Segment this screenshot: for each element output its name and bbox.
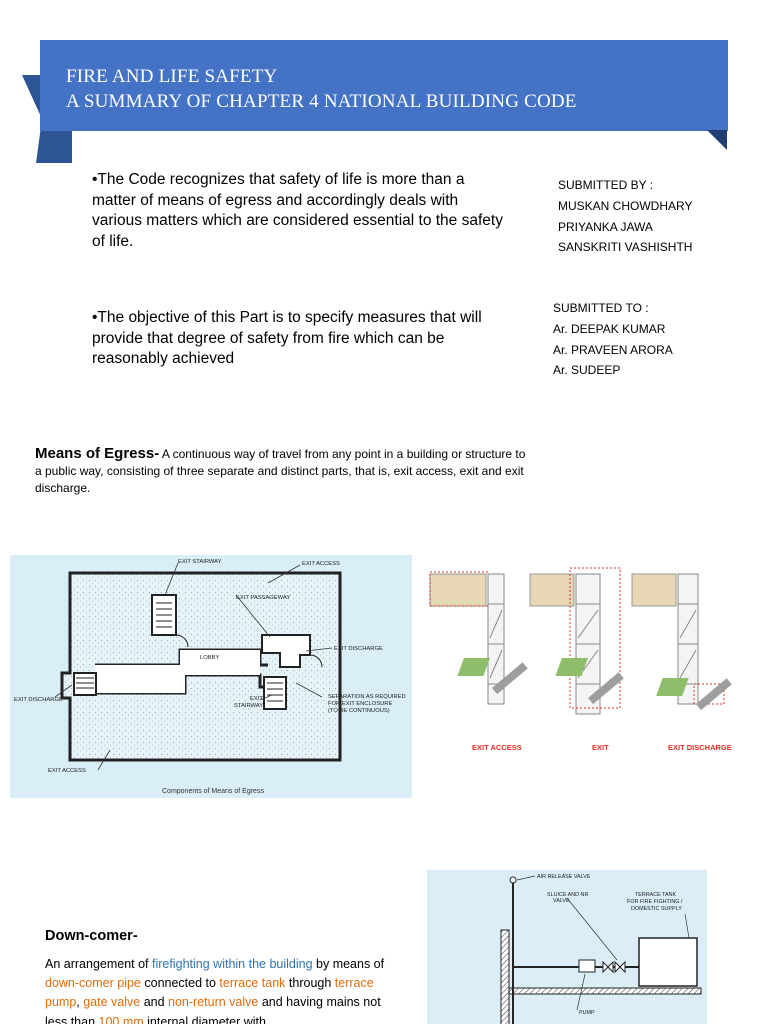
dc-segment: by means of [312, 957, 385, 971]
plan-caption: Components of Means of Egress [162, 788, 264, 795]
tower-exit-discharge [631, 573, 732, 711]
egress-3d-drawing: EXIT ACCESS EXIT EXIT DISCHARGE [429, 567, 732, 752]
terrace-tank [638, 937, 698, 987]
pump-symbol [578, 959, 596, 973]
building-wall [500, 929, 510, 1024]
dc-segment: internal diameter with [143, 1014, 266, 1024]
egress-definition-text: A continuous way of travel from any poin… [35, 447, 526, 495]
banner-fold-right [707, 130, 727, 150]
label-exit-discharge: EXIT DISCHARGE [668, 743, 732, 752]
submitted-by-block: SUBMITTED BY : MUSKAN CHOWDHARY PRIYANKA… [558, 175, 692, 258]
air-release-valve [509, 876, 517, 884]
dc-segment: through [285, 976, 335, 991]
stairway-right [263, 676, 287, 710]
stair-treads-left [76, 677, 94, 689]
label-tank-2: FOR FIRE FIGHTING / [627, 899, 683, 905]
dc-segment-highlight: down-comer pipe [45, 976, 141, 991]
dc-segment-highlight: gate valve [83, 995, 141, 1010]
dc-segment-highlight: firefighting within the building [152, 957, 313, 971]
label-exit-passageway: EXIT PASSAGEWAY [236, 595, 290, 601]
dc-segment-highlight: terrace tank [219, 976, 286, 991]
label-sluice-1: SLUICE AND NR [547, 892, 588, 898]
title-line-1: FIRE AND LIFE SAFETY [66, 66, 278, 87]
downcomer-figure: AIR RELEASE VALVE SLUICE AND NR VALVE TE… [427, 870, 707, 1024]
valve-symbol [602, 960, 614, 974]
label-air-release: AIR RELEASE VALVE [537, 874, 591, 880]
dc-segment-highlight: 100 mm [98, 1014, 144, 1024]
submitted-to-block: SUBMITTED TO : Ar. DEEPAK KUMAR Ar. PRAV… [553, 298, 673, 381]
label-pump: PUMP [579, 1010, 595, 1016]
label-lobby: LOBBY [200, 655, 219, 661]
label-exit-access: EXIT ACCESS [472, 743, 522, 752]
downcomer-leaders [516, 875, 690, 1011]
submitted-to-name: Ar. DEEPAK KUMAR [553, 321, 666, 336]
egress-definition: Means of Egress- A continuous way of tra… [35, 445, 535, 497]
page-title: FIRE AND LIFE SAFETY A SUMMARY OF CHAPTE… [66, 64, 577, 114]
downcomer-text: An arrangement of firefighting within th… [45, 955, 405, 1024]
intro-paragraph-1: •The Code recognizes that safety of life… [92, 171, 503, 250]
title-line-2: A SUMMARY OF CHAPTER 4 NATIONAL BUILDING… [66, 91, 577, 112]
egress-term: Means of Egress- [35, 445, 160, 462]
label-exit-stairway-2b: STAIRWAY [234, 703, 263, 709]
label-exit-discharge-left: EXIT DISCHARGE [14, 697, 63, 703]
downcomer-heading: Down-comer- [45, 928, 138, 944]
label-exit: EXIT [592, 743, 609, 752]
roof-slab [508, 987, 702, 995]
intro-paragraph-2: •The objective of this Part is to specif… [92, 309, 482, 367]
tower-exit [529, 567, 624, 715]
stair-treads-top [156, 602, 172, 628]
submitted-by-name: PRIYANKA JAWA [558, 219, 653, 234]
label-sluice-2: VALVE [553, 898, 570, 904]
dc-segment: connected to [140, 976, 220, 991]
lobby [95, 650, 260, 693]
dc-segment-highlight: terrace pump [45, 976, 374, 1010]
label-exit-stairway-2a: EXIT [250, 696, 263, 702]
door-arc [309, 654, 323, 668]
dc-segment-highlight: non-return valve [168, 995, 259, 1010]
dc-segment: and having mains not less than [45, 995, 381, 1024]
label-exit-stairway: EXIT STAIRWAY [178, 559, 222, 565]
label-tank-3: DOMESTIC SUPPLY [631, 906, 682, 912]
leader-lines [54, 562, 333, 771]
title-banner [40, 40, 728, 131]
label-exit-discharge-right: EXIT DISCHARGE [334, 646, 383, 652]
exit-passageway [261, 634, 311, 668]
egress-3d-figure: EXIT ACCESS EXIT EXIT DISCHARGE [418, 548, 764, 766]
submitted-by-name: MUSKAN CHOWDHARY [558, 198, 693, 213]
tower-exit-access [429, 571, 528, 705]
submitted-to-name: Ar. PRAVEEN ARORA [553, 342, 673, 357]
submitted-to-name: Ar. SUDEEP [553, 363, 621, 378]
dc-segment: , [76, 995, 84, 1010]
stair-treads-right [267, 682, 283, 702]
submitted-by-heading: SUBMITTED BY : [558, 178, 654, 192]
label-exit-access-top: EXIT ACCESS [302, 561, 340, 567]
egress-plan-drawing: EXIT STAIRWAY EXIT ACCESS EXIT PASSAGEWA… [14, 559, 406, 795]
label-separation-1: SEPARATION AS REQUIRED [328, 694, 406, 700]
valve-symbol [614, 960, 626, 974]
downcomer-drawing: AIR RELEASE VALVE SLUICE AND NR VALVE TE… [500, 874, 702, 1024]
dc-segment: and [140, 995, 169, 1010]
submitted-by-name: SANSKRITI VASHISHTH [558, 240, 693, 255]
label-tank-1: TERRACE TANK [635, 892, 677, 898]
label-exit-access-bottom: EXIT ACCESS [48, 768, 86, 774]
submitted-to-heading: SUBMITTED TO : [553, 301, 649, 315]
label-separation-2: FOR EXIT ENCLOSURE [328, 701, 392, 707]
egress-plan-figure: EXIT STAIRWAY EXIT ACCESS EXIT PASSAGEWA… [10, 555, 412, 798]
dc-segment: An arrangement of [45, 957, 153, 971]
stairway-left [73, 672, 97, 696]
door-arc [175, 634, 189, 648]
label-separation-3: (TO BE CONTINUOUS) [328, 708, 390, 714]
